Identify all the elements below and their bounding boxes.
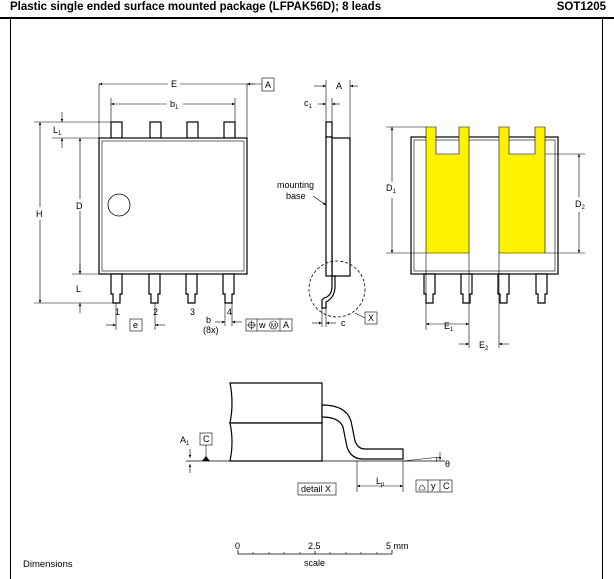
- body-inner-outline: [101, 140, 245, 272]
- svg-text:M: M: [271, 324, 276, 330]
- scale-bar: 0 2.5 5 mm scale: [235, 541, 409, 568]
- side-mounting-base: [325, 136, 333, 277]
- mounting-base-label-1: mounting: [277, 180, 314, 190]
- coplanarity-frame: y C: [415, 479, 453, 493]
- top-lead-1: [110, 121, 123, 139]
- pin-number-2: 2: [153, 307, 158, 317]
- bottom-view: D1 D2 E1 E2: [386, 126, 586, 352]
- position-tolerance-frame: w M A: [245, 318, 293, 332]
- exposed-pad-left: [425, 126, 470, 254]
- dim-c1-label: c1: [304, 98, 313, 110]
- dim-H-label: H: [36, 209, 43, 219]
- top-lead-3: [186, 121, 199, 139]
- pin1-marker: [107, 193, 131, 217]
- detail-body-lower: [229, 422, 323, 462]
- datum-A-box: [261, 77, 275, 92]
- top-lead-4: [223, 121, 236, 139]
- pin-number-4: 4: [227, 307, 232, 317]
- drawing-frame: [10, 19, 603, 579]
- dim-b1-label: b1: [170, 99, 179, 111]
- pin-number-3: 3: [190, 307, 195, 317]
- lead-3: [185, 273, 198, 304]
- bottom-view-leads: [423, 273, 548, 304]
- lead-4: [222, 273, 235, 304]
- dim-e-label: e: [133, 320, 138, 330]
- lead-2: [148, 273, 161, 304]
- datum-C-label: C: [203, 434, 210, 444]
- svg-text:w: w: [258, 320, 266, 330]
- dim-E1-label: E1: [444, 321, 454, 333]
- scale-tick-0: 0: [235, 541, 240, 551]
- mmc-icon: [269, 320, 278, 330]
- dim-D2-label: D2: [575, 199, 586, 211]
- dim-A-label: A: [336, 81, 342, 91]
- side-body: [331, 137, 351, 277]
- dim-E2-label: E2: [479, 340, 489, 352]
- dim-L1-label: L1: [53, 125, 62, 137]
- header-rule: [0, 17, 614, 19]
- detail-x-caption: detail X: [301, 484, 331, 494]
- svg-text:A: A: [283, 320, 289, 330]
- side-lead: [321, 275, 336, 309]
- dim-b-label: b: [206, 315, 211, 325]
- dim-Lp-label: Lp: [376, 476, 385, 488]
- dim-A1-label: A1: [180, 435, 190, 447]
- package-body: [98, 137, 248, 275]
- detail-x-ref: X: [368, 313, 374, 323]
- bottom-leads: [110, 273, 235, 304]
- dim-L-label: L: [76, 284, 81, 294]
- datum-A-label: A: [265, 80, 271, 90]
- coplanarity-icon: [418, 484, 426, 491]
- svg-text:y: y: [431, 481, 436, 491]
- dimensions-heading: Dimensions: [23, 559, 73, 570]
- package-code: SOT1205: [556, 1, 606, 13]
- detail-x-view: A1 C θ detail X Lp y C: [180, 382, 453, 496]
- detail-x-box: [364, 311, 378, 325]
- top-lead-2: [149, 121, 162, 139]
- scale-label: scale: [304, 558, 325, 568]
- detail-body-upper: [229, 382, 323, 424]
- dim-D1-label: D1: [386, 183, 397, 195]
- dim-e-box: [129, 318, 143, 332]
- detail-x-caption-box: [297, 482, 337, 496]
- dim-b-count: (8x): [203, 325, 219, 335]
- bottom-body-inner: [413, 139, 556, 272]
- dim-c-label: c: [341, 318, 346, 328]
- detail-x-circle: [308, 260, 366, 318]
- dim-E-label: E: [171, 79, 177, 89]
- scale-tick-5: 5 mm: [386, 541, 409, 551]
- lead-1: [110, 273, 123, 304]
- svg-text:C: C: [443, 481, 450, 491]
- exposed-pad-right: [498, 126, 546, 254]
- detail-lead: [321, 404, 404, 460]
- angle-theta-label: θ: [445, 459, 450, 469]
- side-view: A c1 mounting base c X: [277, 80, 378, 328]
- side-tab: [325, 121, 333, 138]
- mounting-base-label-2: base: [286, 191, 306, 201]
- scale-tick-2-5: 2.5: [308, 541, 321, 551]
- dim-D-label: D: [76, 201, 83, 211]
- drawing-title: Plastic single ended surface mounted pac…: [10, 1, 382, 13]
- pin-number-1: 1: [115, 307, 120, 317]
- top-view: E A b1 L1 H D L 1 2 3 4: [34, 77, 293, 335]
